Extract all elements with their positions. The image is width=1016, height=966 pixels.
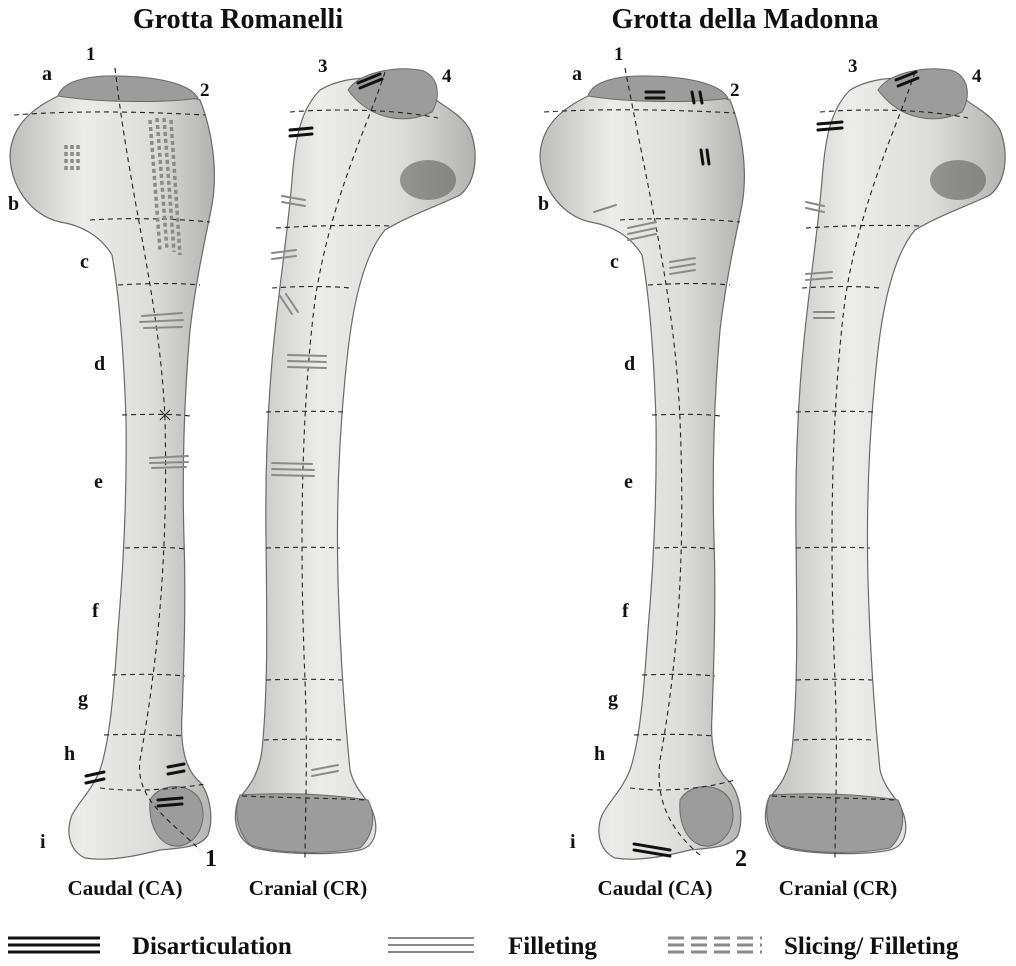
right-zone-e: e [624,471,633,493]
left-line-2: 2 [200,80,210,101]
left-zone-i: i [40,831,46,853]
right-line-2: 2 [730,80,740,101]
left-caudal-label: Caudal (CA) [68,876,183,900]
right-zone-f: f [622,600,629,622]
right-zone-c: c [610,251,619,273]
left-zone-h: h [64,743,75,765]
left-zone-d: d [94,353,105,375]
madonna-caudal-bone [540,68,744,859]
legend-slicing-label: Slicing/ Filleting [784,933,959,960]
right-zone-i: i [570,831,576,853]
left-bottom-number: 1 [205,846,217,872]
right-zone-h: h [594,743,605,765]
left-cranial-label: Cranial (CR) [249,876,367,900]
madonna-cranial-bone [765,69,1005,858]
right-line-3: 3 [848,56,858,77]
left-line-3: 3 [318,56,328,77]
legend-filleting-swatch [388,938,474,952]
right-site-title: Grotta della Madonna [611,4,878,35]
right-cranial-label: Cranial (CR) [779,876,897,900]
left-line-1: 1 [86,44,96,65]
romanelli-cranial-bone [235,69,475,858]
right-caudal-label: Caudal (CA) [598,876,713,900]
left-zone-b: b [8,193,19,215]
legend-disarticulation-label: Disarticulation [132,933,292,960]
left-zone-c: c [80,251,89,273]
left-zone-e: e [94,471,103,493]
right-line-1: 1 [614,44,624,65]
legend-filleting-label: Filleting [508,933,597,960]
legend: Disarticulation Filleting Slicing/ Fille… [8,933,959,960]
left-line-4: 4 [442,66,452,87]
right-zone-g: g [608,688,618,710]
legend-disarticulation-swatch [8,938,100,952]
legend-slicing-swatch [668,938,762,952]
left-zone-a: a [42,63,52,85]
right-zone-d: d [624,353,635,375]
left-zone-g: g [78,688,88,710]
left-zone-f: f [92,600,99,622]
right-line-4: 4 [972,66,982,87]
left-site-title: Grotta Romanelli [133,4,343,35]
right-zone-b: b [538,193,549,215]
right-bottom-number: 2 [735,846,747,872]
romanelli-caudal-bone [10,68,214,859]
right-zone-a: a [572,63,582,85]
